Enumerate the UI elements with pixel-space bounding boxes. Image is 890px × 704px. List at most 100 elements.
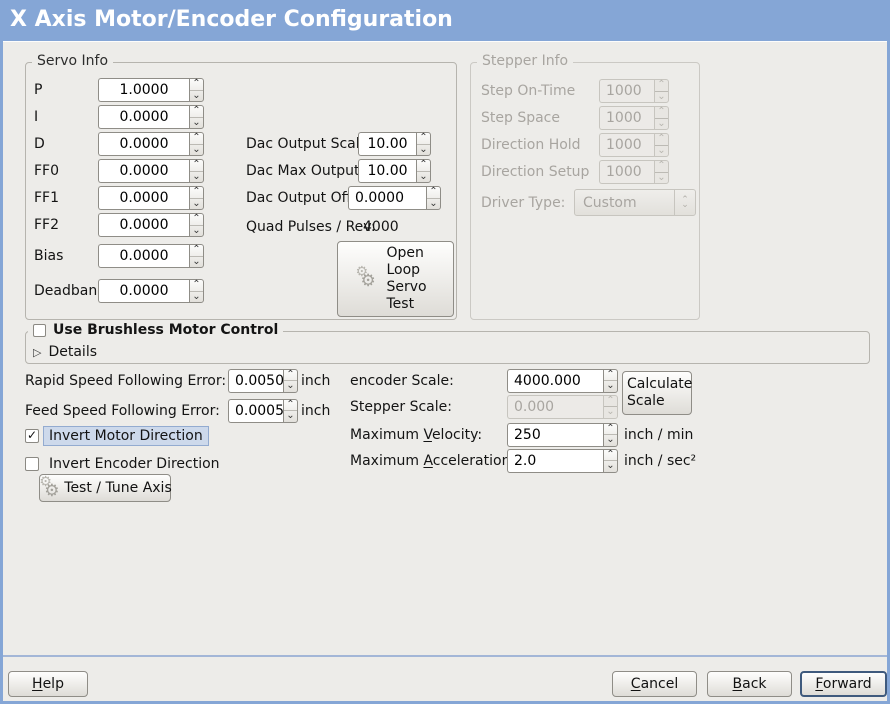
ff0-spinbox[interactable]: 0.0000⌃⌄	[98, 159, 204, 183]
max-accel-value[interactable]: 2.0	[507, 448, 603, 473]
spin-up-icon[interactable]: ⌃	[604, 369, 617, 381]
encoder-scale-spin-buttons[interactable]: ⌃⌄	[603, 368, 618, 393]
max-accel-spinbox[interactable]: 2.0⌃⌄	[507, 448, 618, 473]
calculate-scale-button[interactable]: Calculate Scale	[622, 371, 692, 415]
invert-encoder-checkbox[interactable]: ✓	[25, 457, 39, 471]
deadband-value[interactable]: 0.0000	[98, 279, 189, 303]
spin-up-icon[interactable]: ⌃	[190, 187, 203, 199]
max-accel-spin-buttons[interactable]: ⌃⌄	[603, 448, 618, 473]
d-value[interactable]: 0.0000	[98, 132, 189, 156]
d-spinbox[interactable]: 0.0000⌃⌄	[98, 132, 204, 156]
spin-down-icon[interactable]: ⌄	[606, 460, 615, 472]
use-brushless-checkbox[interactable]: ✓	[33, 323, 46, 337]
spin-up-icon[interactable]: ⌃	[190, 214, 203, 226]
max-velocity-spinbox[interactable]: 250⌃⌄	[507, 422, 618, 447]
p-label: P	[34, 82, 43, 98]
spin-up-icon[interactable]: ⌃	[417, 133, 430, 145]
direction-setup-label: Direction Setup	[481, 164, 590, 180]
rapid-error-unit: inch	[301, 372, 331, 389]
feed-error-spin-buttons[interactable]: ⌃⌄	[283, 398, 298, 423]
spin-up-icon[interactable]: ⌃	[190, 245, 203, 257]
dac-output-scale-spinbox[interactable]: 10.00⌃⌄	[358, 132, 431, 156]
bias-value[interactable]: 0.0000	[98, 244, 189, 268]
spin-up-icon[interactable]: ⌃	[604, 423, 617, 435]
rapid-error-value[interactable]: 0.0050	[228, 368, 284, 393]
feed-error-label: Feed Speed Following Error:	[25, 402, 220, 419]
p-spin-buttons[interactable]: ⌃⌄	[189, 78, 204, 102]
spin-up-icon[interactable]: ⌃	[190, 79, 203, 91]
feed-error-spinbox[interactable]: 0.0005⌃⌄	[228, 398, 298, 423]
ff2-spinbox[interactable]: 0.0000⌃⌄	[98, 213, 204, 237]
test-tune-axis-button[interactable]: ⚙⚙ Test / Tune Axis	[39, 474, 172, 502]
spin-down-icon[interactable]: ⌄	[192, 170, 201, 182]
spin-up-icon[interactable]: ⌃	[190, 133, 203, 145]
step-on-time-spin-buttons: ⌃⌄	[654, 79, 669, 103]
dac-output-offset-spin-buttons[interactable]: ⌃⌄	[426, 186, 441, 210]
spin-down-icon[interactable]: ⌄	[606, 434, 615, 446]
max-velocity-spin-buttons[interactable]: ⌃⌄	[603, 422, 618, 447]
dac-max-output-value[interactable]: 10.00	[358, 159, 416, 183]
p-spinbox[interactable]: 1.0000⌃⌄	[98, 78, 204, 102]
d-spin-buttons[interactable]: ⌃⌄	[189, 132, 204, 156]
rapid-error-spinbox[interactable]: 0.0050⌃⌄	[228, 368, 298, 393]
spin-down-icon[interactable]: ⌄	[419, 170, 428, 182]
ff1-value[interactable]: 0.0000	[98, 186, 189, 210]
bias-spinbox[interactable]: 0.0000⌃⌄	[98, 244, 204, 268]
ff1-spin-buttons[interactable]: ⌃⌄	[189, 186, 204, 210]
deadband-spin-buttons[interactable]: ⌃⌄	[189, 279, 204, 303]
max-velocity-value[interactable]: 250	[507, 422, 603, 447]
i-value[interactable]: 0.0000	[98, 105, 189, 129]
encoder-scale-spinbox[interactable]: 4000.000⌃⌄	[507, 368, 618, 393]
details-expander[interactable]: ▷ Details	[33, 344, 97, 360]
spin-up-icon[interactable]: ⌃	[190, 280, 203, 292]
spin-down-icon[interactable]: ⌄	[192, 116, 201, 128]
i-label: I	[34, 109, 39, 125]
dac-output-scale-value[interactable]: 10.00	[358, 132, 416, 156]
spin-down-icon[interactable]: ⌄	[429, 197, 438, 209]
spin-down-icon[interactable]: ⌄	[286, 410, 295, 422]
ff2-spin-buttons[interactable]: ⌃⌄	[189, 213, 204, 237]
cancel-button[interactable]: Cancel	[612, 671, 697, 697]
ff1-spinbox[interactable]: 0.0000⌃⌄	[98, 186, 204, 210]
dac-max-output-spinbox[interactable]: 10.00⌃⌄	[358, 159, 431, 183]
spin-down-icon[interactable]: ⌄	[419, 143, 428, 155]
spin-down-icon[interactable]: ⌄	[192, 143, 201, 155]
help-button[interactable]: Help	[8, 671, 88, 697]
spin-down-icon[interactable]: ⌄	[606, 380, 615, 392]
ff0-spin-buttons[interactable]: ⌃⌄	[189, 159, 204, 183]
invert-motor-checkbox[interactable]: ✓	[25, 428, 39, 443]
spin-up-icon[interactable]: ⌃	[190, 106, 203, 118]
spin-up-icon[interactable]: ⌃	[417, 160, 430, 172]
ff0-value[interactable]: 0.0000	[98, 159, 189, 183]
dac-output-offset-value[interactable]: 0.0000	[348, 186, 426, 210]
ff2-value[interactable]: 0.0000	[98, 213, 189, 237]
dac-max-output-spin-buttons[interactable]: ⌃⌄	[416, 159, 431, 183]
encoder-scale-value[interactable]: 4000.000	[507, 368, 603, 393]
dac-output-offset-spinbox[interactable]: 0.0000⌃⌄	[348, 186, 441, 210]
spin-down-icon[interactable]: ⌄	[286, 380, 295, 392]
spin-up-icon[interactable]: ⌃	[284, 399, 297, 411]
feed-error-value[interactable]: 0.0005	[228, 398, 284, 423]
expander-arrow-icon[interactable]: ▷	[33, 345, 42, 359]
dac-output-scale-spin-buttons[interactable]: ⌃⌄	[416, 132, 431, 156]
bias-spin-buttons[interactable]: ⌃⌄	[189, 244, 204, 268]
back-button[interactable]: Back	[707, 671, 792, 697]
p-value[interactable]: 1.0000	[98, 78, 189, 102]
deadband-spinbox[interactable]: 0.0000⌃⌄	[98, 279, 204, 303]
i-spin-buttons[interactable]: ⌃⌄	[189, 105, 204, 129]
spin-down-icon[interactable]: ⌄	[192, 224, 201, 236]
spin-up-icon[interactable]: ⌃	[427, 187, 440, 199]
spin-up-icon[interactable]: ⌃	[190, 160, 203, 172]
invert-motor-label[interactable]: Invert Motor Direction	[43, 426, 209, 446]
open-loop-servo-test-button[interactable]: ⚙⚙ Open Loop Servo Test	[337, 241, 454, 317]
rapid-error-spin-buttons[interactable]: ⌃⌄	[283, 368, 298, 393]
spin-up-icon[interactable]: ⌃	[284, 369, 297, 381]
spin-down-icon[interactable]: ⌄	[192, 197, 201, 209]
bias-label: Bias	[34, 248, 64, 264]
spin-down-icon[interactable]: ⌄	[192, 89, 201, 101]
spin-down-icon[interactable]: ⌄	[192, 255, 201, 267]
i-spinbox[interactable]: 0.0000⌃⌄	[98, 105, 204, 129]
forward-button[interactable]: Forward	[800, 671, 887, 697]
spin-down-icon[interactable]: ⌄	[192, 290, 201, 302]
spin-up-icon[interactable]: ⌃	[604, 449, 617, 461]
